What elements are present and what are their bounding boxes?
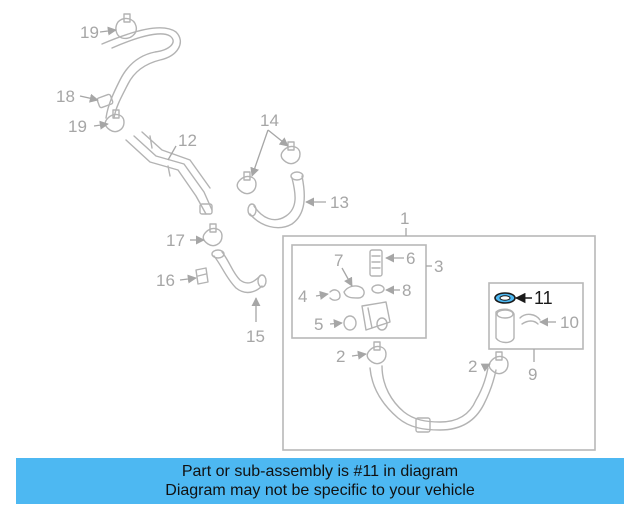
valve-housing xyxy=(361,301,391,331)
callout-7: 7 xyxy=(334,251,343,270)
callout-13: 13 xyxy=(330,193,349,212)
clip-4 xyxy=(329,289,341,301)
caption-line-1: Part or sub-assembly is #11 in diagram xyxy=(181,463,459,480)
caption-line-2: Diagram may not be specific to your vehi… xyxy=(165,482,475,499)
seal-8 xyxy=(371,284,385,294)
hose-13 xyxy=(247,171,305,229)
clamp-2-left xyxy=(366,341,387,365)
callout-17: 17 xyxy=(166,231,185,250)
clamp-14-left xyxy=(236,171,257,195)
callout-3: 3 xyxy=(434,257,443,276)
hose-15 xyxy=(211,249,267,294)
callout-5: 5 xyxy=(314,315,323,334)
callout-2-right: 2 xyxy=(468,357,477,376)
callout-8: 8 xyxy=(402,281,411,300)
callout-19-top: 19 xyxy=(80,23,99,42)
callout-15: 15 xyxy=(246,327,265,346)
callout-9: 9 xyxy=(528,365,537,384)
clamp-17 xyxy=(202,223,223,247)
callout-2-left: 2 xyxy=(336,347,345,366)
callout-4: 4 xyxy=(298,287,307,306)
assembly-box-3 xyxy=(291,244,427,339)
o-ring-5 xyxy=(343,315,357,331)
clamp-14-right xyxy=(280,141,301,165)
callout-14: 14 xyxy=(260,111,279,130)
clamp-2-right xyxy=(488,351,509,375)
callout-11: 11 xyxy=(534,288,553,308)
callout-10: 10 xyxy=(560,313,579,332)
callout-12: 12 xyxy=(178,131,197,150)
callout-16: 16 xyxy=(156,271,175,290)
clip-7 xyxy=(343,285,365,299)
assembly-box-1 xyxy=(282,235,596,451)
callout-19-mid: 19 xyxy=(68,117,87,136)
callout-1: 1 xyxy=(400,209,409,228)
hose-18 xyxy=(96,27,181,119)
seal-11 xyxy=(494,292,516,304)
lower-hose xyxy=(369,365,497,433)
callout-6: 6 xyxy=(406,249,415,268)
hose-10 xyxy=(519,313,541,325)
bracket-16 xyxy=(195,267,209,285)
parts-diagram: 19 18 19 12 14 13 17 16 15 1 6 3 7 8 4 5… xyxy=(56,13,596,451)
assembly-box-9 xyxy=(488,282,584,350)
callout-18: 18 xyxy=(56,87,75,106)
sensor-6 xyxy=(369,249,383,277)
fitting-9 xyxy=(495,308,515,344)
pipe-12 xyxy=(125,131,213,215)
caption-bar: Part or sub-assembly is #11 in diagram D… xyxy=(16,458,624,504)
